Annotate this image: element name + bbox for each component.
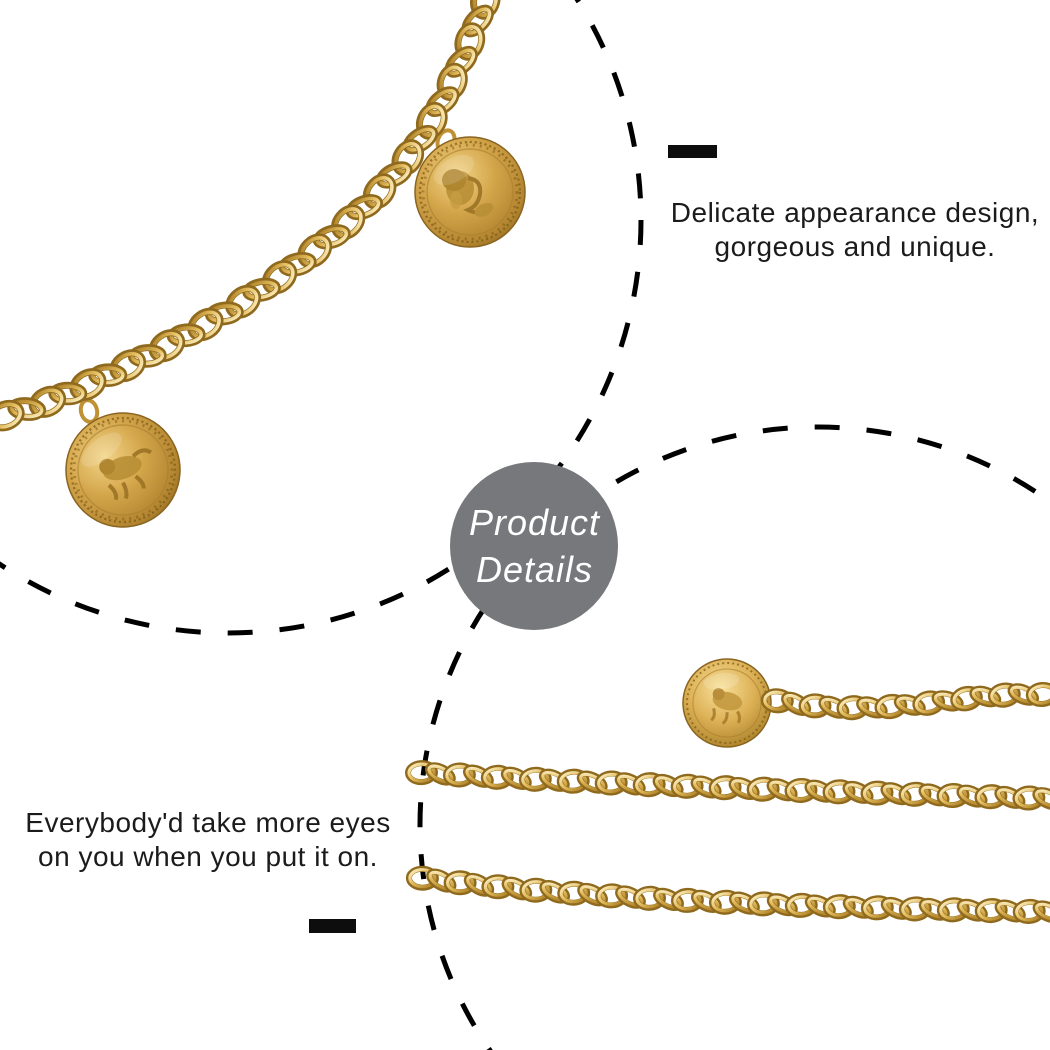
feature-text-top-right: Delicate appearance design, gorgeous and… [645,196,1050,264]
coin-chain-bottom-right [405,658,1050,924]
coin-portrait-relief [442,169,494,217]
coin-pendant [682,658,772,748]
coin-pendant [65,412,181,528]
coin-lion-relief [99,448,153,501]
product-details-badge-label: Product Details [434,499,635,593]
coin-chain-top-left [0,0,526,528]
badge-line: Details [475,549,594,590]
feature-line: Delicate appearance design, [670,197,1040,228]
badge-line: Product [468,502,601,543]
feature-line: on you when you put it on. [38,841,378,872]
feature-line: Everybody'd take more eyes [25,807,391,838]
dashed-circle-top-left [0,0,644,636]
bullet-rect-bottom [309,919,356,933]
product-details-badge [450,462,618,630]
dashed-circle-bottom-right [417,424,1050,1050]
feature-text-bottom-left: Everybody'd take more eyes on you when y… [8,806,408,874]
bullet-rect-top [668,145,717,158]
coin-lion-relief [710,688,743,725]
feature-line: gorgeous and unique. [714,231,996,262]
coin-pendant [414,136,526,248]
